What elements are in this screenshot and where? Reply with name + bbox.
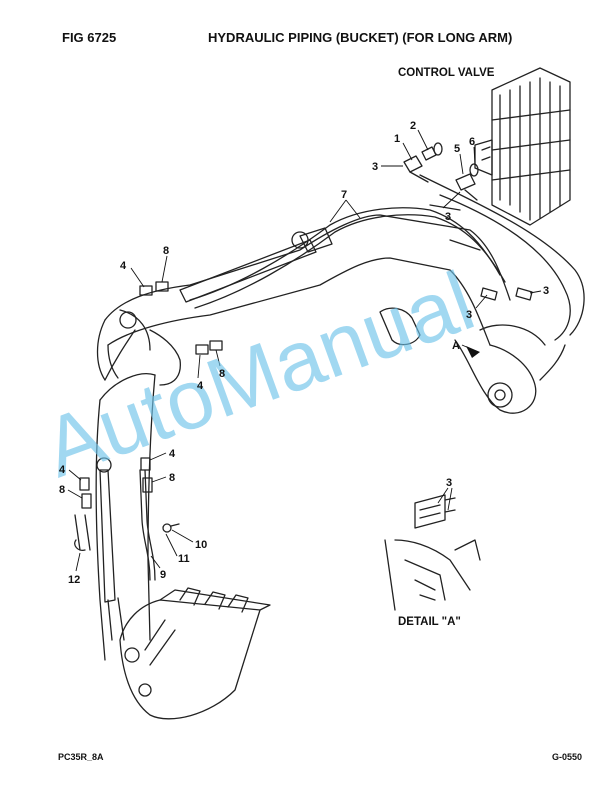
view-a-marker: A — [452, 340, 460, 352]
footer-model-code: PC35R_8A — [58, 752, 104, 762]
leader-lines — [67, 129, 542, 572]
callout-4: 4 — [120, 260, 127, 272]
callout-4: 4 — [169, 448, 176, 460]
callout-4: 4 — [197, 380, 204, 392]
arm-pipes — [74, 469, 156, 581]
detail-a-drawing — [384, 494, 481, 611]
callout-11: 11 — [178, 553, 190, 565]
callout-3: 3 — [372, 161, 378, 173]
callout-2: 2 — [410, 120, 416, 132]
callout-7: 7 — [341, 189, 347, 201]
control-valve-drawing — [474, 67, 571, 226]
view-arrow-icon — [466, 346, 480, 358]
callout-3: 3 — [445, 211, 451, 223]
callout-3: 3 — [543, 285, 549, 297]
figure-number: FIG 6725 — [62, 30, 117, 45]
callout-8: 8 — [219, 368, 225, 380]
watermark: AutoManual — [32, 253, 485, 495]
callout-12: 12 — [68, 574, 80, 586]
arm-drawing — [95, 309, 181, 661]
callout-8: 8 — [169, 472, 175, 484]
detail-a-label: DETAIL "A" — [398, 616, 461, 628]
hose-fittings — [79, 281, 223, 533]
callout-1: 1 — [394, 133, 400, 145]
callout-8: 8 — [59, 484, 65, 496]
callout-5: 5 — [454, 143, 460, 155]
callout-3: 3 — [466, 309, 472, 321]
valve-fittings — [403, 142, 479, 201]
footer-page-code: G-0550 — [552, 752, 583, 762]
figure-title: HYDRAULIC PIPING (BUCKET) (FOR LONG ARM) — [208, 30, 513, 45]
callout-6: 6 — [469, 136, 475, 148]
boom-pipes — [189, 174, 585, 341]
callout-8: 8 — [163, 245, 169, 257]
boom-drawing — [96, 214, 566, 414]
callout-10: 10 — [195, 539, 207, 551]
callout-3: 3 — [446, 477, 452, 489]
callout-9: 9 — [160, 569, 166, 581]
bucket-drawing — [119, 587, 271, 720]
boom-end-fittings — [480, 287, 533, 301]
bucket-cylinder-drawing — [96, 457, 125, 641]
callout-4: 4 — [59, 464, 66, 476]
control-valve-label: CONTROL VALVE — [398, 67, 495, 79]
boom-cylinder-drawing — [179, 227, 333, 303]
